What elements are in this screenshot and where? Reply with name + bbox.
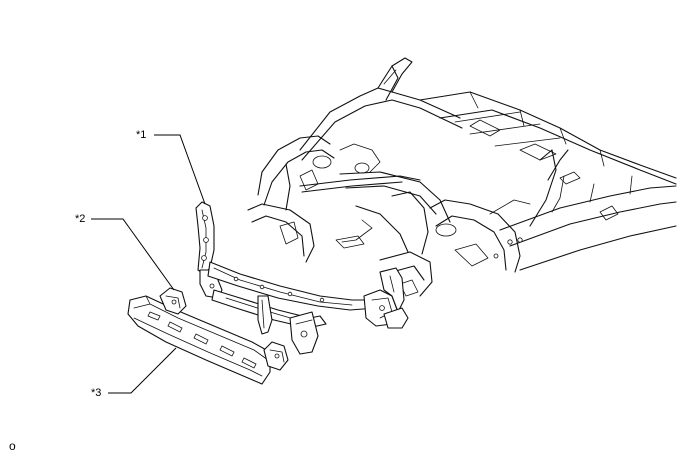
leader-line-3 [108, 347, 177, 394]
callout-leaders [91, 134, 206, 394]
radiator-support-part [195, 201, 409, 355]
callout-label-2: *2 [75, 213, 86, 225]
callout-label-1: *1 [136, 129, 147, 141]
illustration-code: o [9, 439, 16, 453]
callout-label-3: *3 [91, 387, 102, 399]
vehicle-body-shell [247, 57, 677, 297]
leader-line-2 [91, 218, 175, 291]
leader-line-1 [154, 134, 206, 205]
bumper-reinforcement-part [127, 287, 289, 385]
